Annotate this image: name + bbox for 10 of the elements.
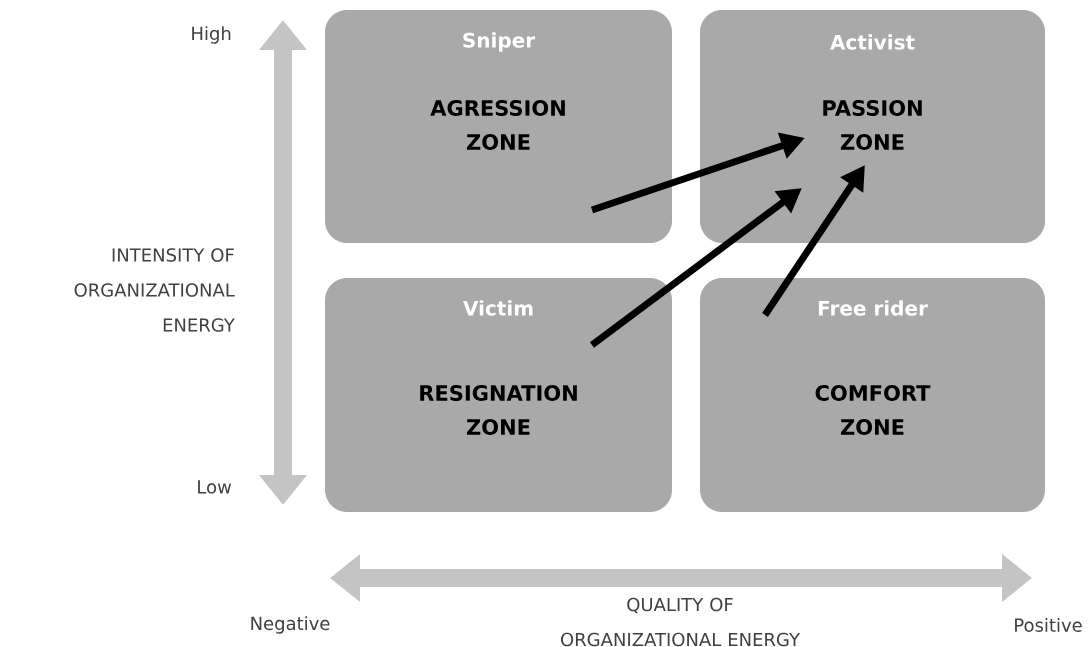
axis-label: INTENSITY OF ORGANIZATIONAL ENERGY [74,248,235,332]
axis-label: QUALITY OF ORGANIZATIONAL ENERGY [561,597,801,647]
zone-box: Sniper AGRESSION ZONE [325,10,672,243]
axis-label: Negative [251,616,330,634]
axis-label: Low [198,480,232,494]
axis-label: High [192,26,231,44]
zone-box: Free rider COMFORT ZONE [700,278,1045,512]
zone-box: Activist PASSION ZONE [700,10,1045,243]
axis-label: Positive [1015,618,1082,632]
zone-box: Victim RESIGNATION ZONE [325,278,672,512]
